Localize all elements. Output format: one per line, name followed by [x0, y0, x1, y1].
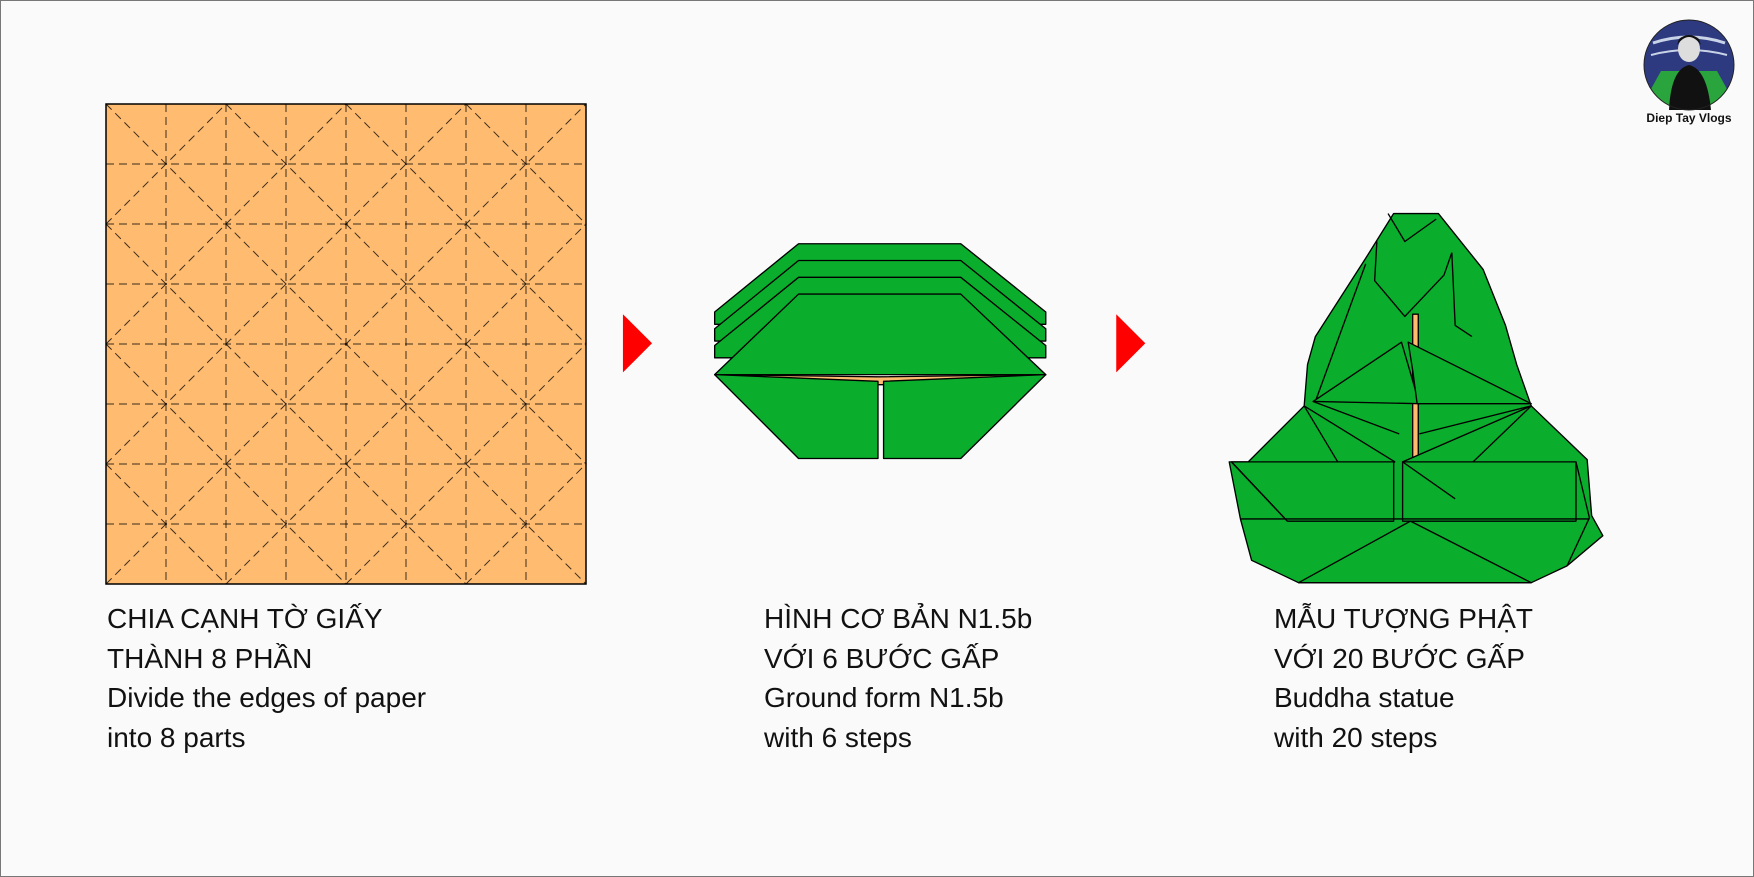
crease-line-diagonal: [105, 343, 347, 585]
crease-line-diagonal: [465, 463, 587, 585]
caption-line-vi-1: CHIA CẠNH TỜ GIẤY: [107, 603, 383, 634]
step-3-caption: MẪU TƯỢNG PHẬT VỚI 20 BƯỚC GẤP Buddha st…: [1274, 599, 1533, 757]
logo-text: Diep Tay Vlogs: [1646, 111, 1732, 125]
crease-pattern-square: [105, 103, 587, 585]
crease-line-diagonal: [465, 103, 587, 225]
caption-line-en-2: with 6 steps: [764, 721, 912, 753]
caption-line-vi-2: VỚI 20 BƯỚC GẤP: [1274, 642, 1525, 674]
step-1-caption: CHIA CẠNH TỜ GIẤY THÀNH 8 PHẦN Divide th…: [107, 599, 426, 757]
crease-line-diagonal: [105, 103, 587, 585]
crease-line-diagonal: [105, 463, 227, 585]
crease-line-diagonal: [345, 103, 587, 345]
caption-line-en-1: Divide the edges of paper: [107, 682, 427, 713]
caption-line-en-2: into 8 parts: [107, 721, 246, 753]
buddha-statue-model: [1228, 212, 1604, 584]
caption-line-en-1: Buddha statue: [1274, 682, 1455, 713]
crease-line-diagonal: [105, 223, 467, 585]
base-form-n15b: [713, 243, 1047, 460]
caption-line-en-2: with 20 steps: [1274, 721, 1438, 753]
step-2-caption: HÌNH CƠ BẢN N1.5b VỚI 6 BƯỚC GẤP Ground …: [764, 599, 1032, 757]
arrow-right-icon: [1116, 314, 1146, 373]
caption-line-en-1: Ground form N1.5b: [764, 682, 1004, 713]
channel-logo: [1643, 19, 1735, 111]
arrow-right-icon: [622, 314, 653, 373]
caption-line-vi-1: MẪU TƯỢNG PHẬT: [1274, 603, 1533, 634]
crease-line-diagonal: [225, 103, 587, 465]
caption-line-vi-2: VỚI 6 BƯỚC GẤP: [764, 642, 1000, 674]
caption-line-vi-1: HÌNH CƠ BẢN N1.5b: [764, 603, 1033, 634]
caption-line-vi-2: THÀNH 8 PHẦN: [107, 642, 313, 674]
